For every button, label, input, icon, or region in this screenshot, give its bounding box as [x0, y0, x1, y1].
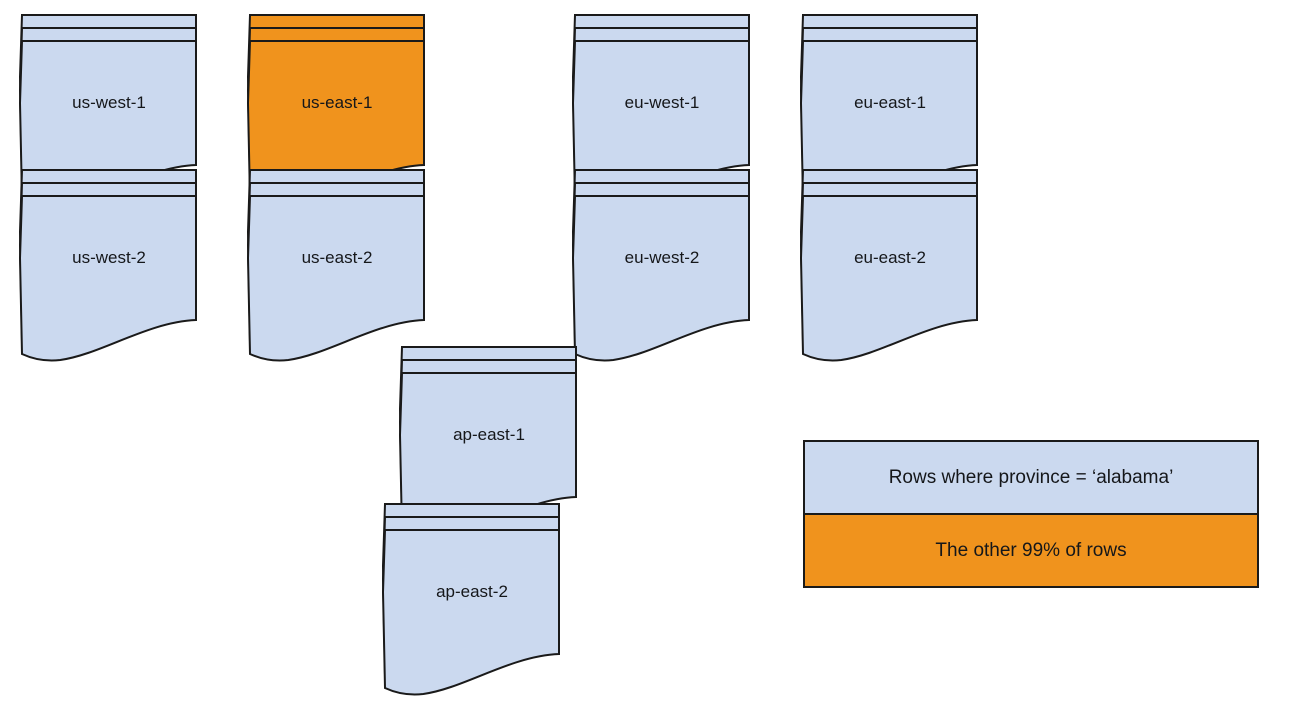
- region-stack-us-east-2[interactable]: us-east-2: [224, 169, 432, 368]
- document-stack-shape-us-east-2: [246, 169, 425, 362]
- region-stack-ap-east-2[interactable]: ap-east-2: [359, 503, 567, 702]
- document-sheet: [381, 529, 560, 696]
- region-stack-us-east-1[interactable]: us-east-1: [224, 14, 432, 213]
- legend-label-alabama: Rows where province = ‘alabama’: [888, 466, 1174, 488]
- region-stack-ap-east-1[interactable]: ap-east-1: [376, 346, 584, 545]
- document-stack-shape-eu-east-1: [799, 14, 978, 207]
- region-stack-eu-east-2[interactable]: eu-east-2: [777, 169, 985, 368]
- document-stack-shape-eu-east-2: [799, 169, 978, 362]
- legend-item-alabama: Rows where province = ‘alabama’: [805, 442, 1257, 515]
- document-stack-shape-us-west-2: [18, 169, 197, 362]
- document-sheet: [571, 195, 750, 362]
- legend: Rows where province = ‘alabama’ The othe…: [803, 440, 1259, 588]
- document-stack-shape-ap-east-1: [398, 346, 577, 539]
- document-sheet: [246, 195, 425, 362]
- region-stack-eu-west-2[interactable]: eu-west-2: [549, 169, 757, 368]
- legend-label-other-rows: The other 99% of rows: [935, 539, 1127, 561]
- region-stack-us-west-2[interactable]: us-west-2: [0, 169, 204, 368]
- document-stack-shape-ap-east-2: [381, 503, 560, 696]
- document-stack-shape-eu-west-2: [571, 169, 750, 362]
- document-stack-shape-us-east-1: [246, 14, 425, 207]
- document-sheet: [18, 195, 197, 362]
- legend-item-other-rows: The other 99% of rows: [805, 515, 1257, 586]
- document-sheet: [799, 195, 978, 362]
